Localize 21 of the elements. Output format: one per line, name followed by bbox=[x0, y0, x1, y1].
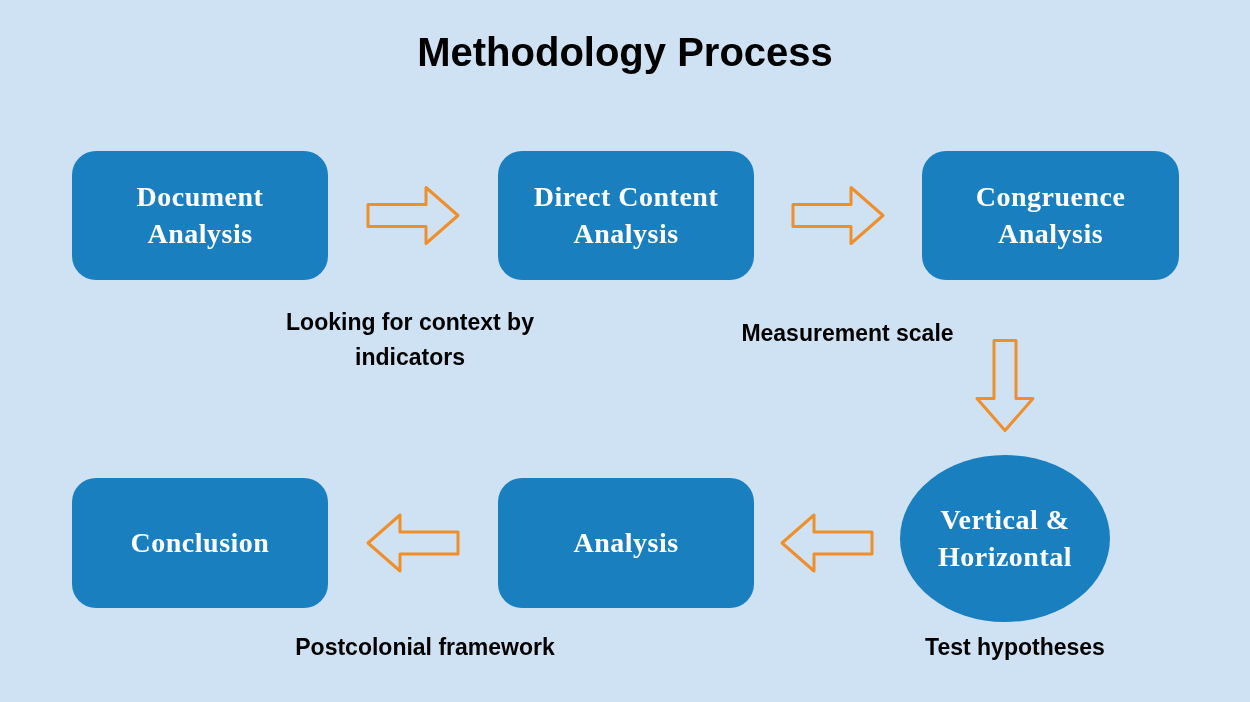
block-arrow bbox=[791, 186, 885, 245]
step-note: Looking for context by indicators bbox=[285, 308, 535, 372]
block-arrow bbox=[975, 339, 1035, 432]
process-box bbox=[922, 151, 1179, 280]
node-label: Congruence Analysis bbox=[974, 180, 1127, 251]
process-box bbox=[498, 478, 754, 608]
node-label: Direct Content Analysis bbox=[532, 180, 720, 251]
diagram-title: Methodology Process bbox=[417, 30, 833, 75]
block-arrow bbox=[366, 513, 460, 573]
node-label: Vertical & Horizontal bbox=[936, 503, 1074, 574]
block-arrow bbox=[366, 186, 460, 245]
node-caption: Test hypotheses bbox=[924, 633, 1106, 662]
node-label: Analysis bbox=[573, 525, 679, 560]
process-box bbox=[498, 151, 754, 280]
process-box bbox=[72, 151, 328, 280]
process-box bbox=[72, 478, 328, 608]
node-label: Document Analysis bbox=[135, 180, 265, 251]
block-arrow bbox=[780, 513, 874, 573]
step-note: Postcolonial framework bbox=[294, 633, 556, 662]
step-note: Measurement scale bbox=[740, 319, 955, 348]
node-label: Conclusion bbox=[130, 525, 270, 560]
